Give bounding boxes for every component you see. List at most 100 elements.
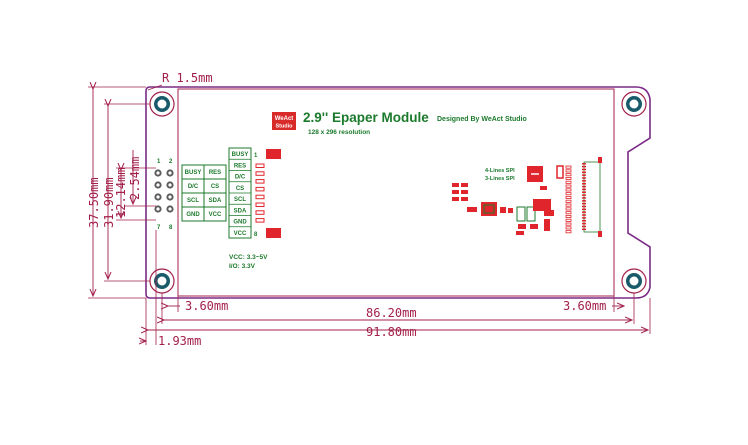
module-subtitle: 128 x 296 resolution [308, 129, 370, 136]
fpc-right-pin [582, 191, 586, 193]
mount-hole-bottom-right [621, 268, 647, 294]
resistor-pad [565, 165, 572, 169]
mount-hole-bottom-left [149, 268, 175, 294]
mount-hole-top-right [621, 91, 647, 117]
logo-line1: WeAct [275, 116, 294, 122]
header-number-8: 8 [169, 225, 173, 231]
fpc-right-pin [582, 225, 586, 228]
header-pin [166, 169, 174, 177]
dim-hole-spacing: 86.20mm [366, 306, 417, 320]
connector-label-busy: BUSY [232, 152, 249, 158]
header-pin [166, 181, 174, 189]
dim-width-total: 91.80mm [366, 325, 417, 339]
dim-hole-offset-right: 3.60mm [563, 299, 606, 313]
fpc-right-anchor [598, 157, 602, 163]
fpc-right-anchor [598, 231, 602, 237]
header-pin [154, 169, 162, 177]
fpc-pin [255, 163, 265, 168]
fpc-pin [255, 186, 265, 192]
header-number-1: 1 [157, 159, 161, 165]
designer-credit: Designed By WeAct Studio [437, 116, 527, 123]
resistor-pad [565, 180, 572, 184]
resistor-pad [565, 207, 572, 211]
header-label-scl: SCL [187, 198, 199, 204]
dim-header-offset: 1.93mm [158, 334, 201, 348]
fpc-pin [255, 218, 265, 223]
dim-height-total: 37.50mm [87, 177, 101, 228]
resistor-pad [565, 192, 572, 196]
power-io-note: I/O: 3.3V [229, 263, 256, 270]
module-title: 2.9'' Epaper Module [303, 110, 429, 125]
dim-height-holes: 31.90mm [102, 177, 116, 228]
resistor-pad [565, 199, 572, 203]
connector-label-gnd: GND [233, 220, 247, 226]
display-area [177, 88, 615, 297]
header-label-res: RES [209, 170, 221, 176]
header-label-dc: D/C [188, 184, 199, 190]
fpc-right-pin [582, 177, 586, 179]
resistor-pad [565, 169, 572, 173]
fpc-right-pin [582, 163, 586, 165]
resistor-pad [565, 176, 572, 180]
radius-leader [147, 84, 163, 91]
fpc-pin [255, 202, 265, 207]
fpc-right-pin [582, 208, 586, 211]
fpc-right-pin [582, 228, 586, 231]
header-number-2: 2 [169, 159, 173, 165]
dim-pin-pitch: 2.54mm [128, 157, 142, 200]
fpc-right-pin [582, 185, 586, 188]
fpc-right-pin [582, 220, 586, 222]
resistor-pad [565, 195, 572, 199]
fpc-right-pin [582, 197, 586, 199]
resistor-pad [565, 222, 572, 226]
connector-label-sda: SDA [234, 208, 247, 214]
resistor-pad [565, 184, 572, 188]
fpc-right-pin [582, 222, 586, 225]
board-outline [145, 86, 651, 299]
dim-corner-radius: R 1.5mm [162, 71, 213, 85]
fpc-right-pin [582, 217, 586, 219]
connector-label-cs: CS [236, 186, 244, 192]
fpc-right-pin [582, 188, 586, 191]
fpc-right-pin [582, 194, 586, 196]
connector-label-scl: SCL [234, 197, 246, 203]
header-pin [154, 205, 162, 213]
header-label-sda: SDA [209, 198, 222, 204]
component-area [452, 157, 602, 237]
resistor-pad [565, 173, 572, 177]
fpc-right-pin [582, 205, 586, 208]
fpc-right-pin [582, 174, 586, 176]
power-vcc-note: VCC: 3.3~5V [229, 254, 268, 261]
header-label-table: BUSY RES D/C CS SCL SDA GND VCC [181, 164, 227, 222]
connector-label-vcc: VCC [234, 231, 247, 237]
pin-header [154, 169, 174, 213]
dim-header-span: 12.14mm [114, 167, 128, 218]
header-pin [166, 193, 174, 201]
weact-logo: WeAct Studio [272, 112, 296, 130]
header-label-gnd: GND [186, 212, 200, 218]
fpc-right-pin [582, 200, 586, 202]
header-label-busy: BUSY [185, 170, 202, 176]
resistor-pad [565, 226, 572, 230]
resistor-pad [565, 214, 572, 218]
spi-3-line-label: 3-Lines SPI [485, 176, 515, 182]
header-label-cs: CS [211, 184, 219, 190]
fpc-pin [255, 179, 265, 184]
resistor-pad [565, 203, 572, 207]
header-pin [154, 193, 162, 201]
fpc-pin [255, 210, 265, 215]
fpc-pin [255, 194, 265, 200]
resistor-pad [565, 188, 572, 192]
resistor-pad [565, 218, 572, 222]
connector-label-column: BUSY RES D/C CS SCL SDA GND VCC [228, 147, 252, 239]
spi-4-line-label: 4-Lines SPI [485, 168, 515, 174]
fpc-right-pin [582, 168, 586, 171]
fpc-connector [255, 149, 281, 238]
connector-label-res: RES [234, 163, 246, 169]
header-label-vcc: VCC [209, 212, 222, 218]
fpc-right-pin [582, 211, 586, 213]
connector-number-8: 8 [254, 232, 258, 238]
logo-line2: Studio [275, 124, 293, 130]
resistor-pad [565, 230, 572, 234]
